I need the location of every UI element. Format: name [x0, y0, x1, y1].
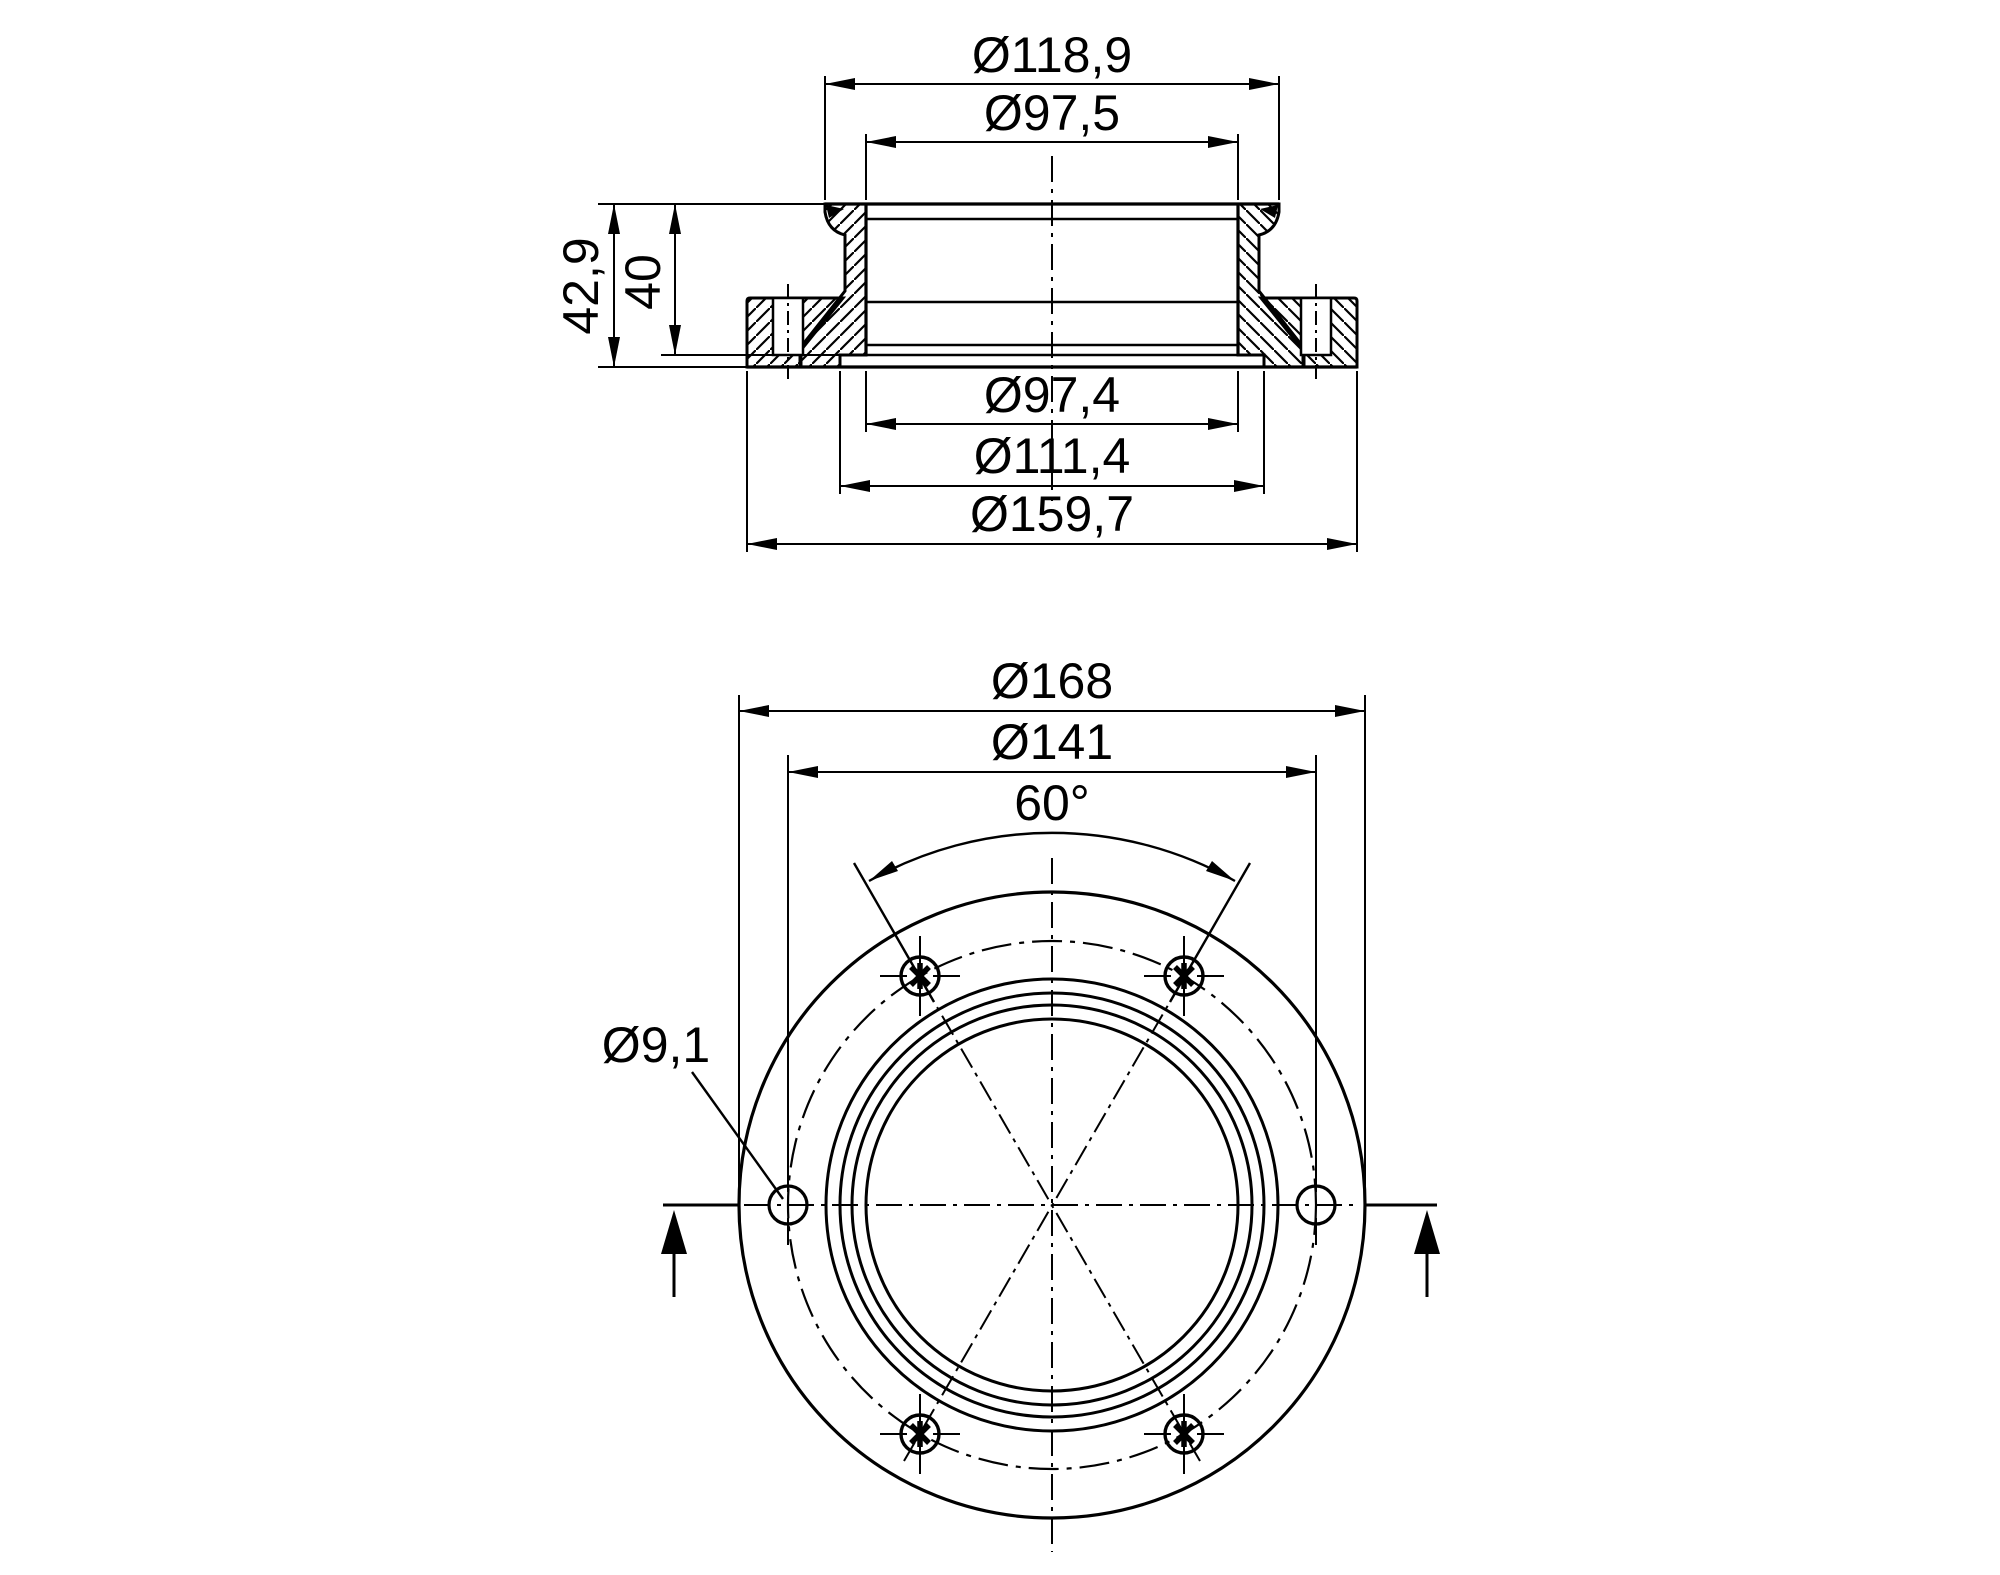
arrowhead — [788, 766, 818, 778]
diagonal-centerline-120-300 — [903, 949, 1201, 1462]
bolt-hole-120 — [880, 936, 960, 1016]
arrowhead — [747, 538, 777, 550]
plan-view: Ø168 Ø141 60° — [602, 653, 1440, 1552]
dim-flange-od: Ø159,7 — [746, 371, 1358, 552]
arrowhead — [1206, 861, 1235, 881]
arrowhead — [1234, 480, 1264, 492]
hub-cut-right — [1236, 202, 1306, 369]
arrowhead — [1327, 538, 1357, 550]
section-view: Ø118,9 Ø97,5 42,9 40 — [553, 27, 1359, 552]
arrowhead — [669, 204, 681, 234]
leader-line — [691, 1071, 784, 1200]
star-mark — [1173, 1421, 1195, 1447]
dim-label-top-bore: Ø97,5 — [984, 85, 1120, 141]
section-plane-indicators — [661, 1203, 1440, 1297]
dim-bolt-circle: Ø141 — [787, 714, 1317, 1182]
bolt-hole-60 — [1144, 936, 1224, 1016]
bolt-hole-180 — [767, 1165, 809, 1245]
angle-arc — [868, 831, 1236, 883]
arrowhead — [1286, 766, 1316, 778]
lip-chamfer-right — [1260, 205, 1278, 218]
dim-label-bolt-hole-dia: Ø9,1 — [602, 1017, 710, 1073]
star-mark — [909, 1421, 931, 1447]
section-hatched-regions — [745, 202, 1359, 369]
arrowhead — [866, 418, 896, 430]
arrowhead — [866, 136, 896, 148]
dim-label-bolt-angle: 60° — [1014, 775, 1090, 831]
dim-heights: 42,9 40 — [553, 203, 840, 368]
star-mark — [1173, 963, 1195, 989]
arrowhead — [1335, 705, 1365, 717]
dim-outer-rim: Ø118,9 — [824, 27, 1280, 200]
bolt-hole-300 — [1144, 1394, 1224, 1474]
view-direction-arrow-left — [661, 1210, 687, 1254]
arrowhead — [869, 861, 898, 881]
bolt-hole-0 — [1295, 1165, 1337, 1245]
dim-label-plan-od: Ø168 — [991, 653, 1113, 709]
bolt-hole-240 — [880, 1394, 960, 1474]
dim-label-flange-od: Ø159,7 — [970, 486, 1134, 542]
dim-label-outer-rim: Ø118,9 — [972, 27, 1132, 83]
plan-bolt-holes — [767, 936, 1337, 1474]
dim-recess: Ø111,4 — [839, 371, 1265, 494]
arrowhead — [1208, 136, 1238, 148]
arrowhead — [739, 705, 769, 717]
dim-plan-od: Ø168 — [738, 653, 1366, 1205]
arrowhead — [608, 204, 620, 234]
dim-label-bolt-circle: Ø141 — [991, 714, 1113, 770]
callout-bolt-hole-dia: Ø9,1 — [602, 1017, 784, 1200]
dim-label-total-height: 42,9 — [553, 237, 609, 334]
dim-bottom-bore: Ø97,4 — [865, 367, 1239, 432]
lip-chamfer-left — [826, 205, 844, 218]
arrowhead — [825, 78, 855, 90]
section-bolt-holes — [771, 284, 1333, 380]
arrowhead — [608, 337, 620, 367]
arrowhead — [1208, 418, 1238, 430]
arrowhead — [669, 325, 681, 355]
view-direction-arrow-right — [1414, 1210, 1440, 1254]
dim-label-recess: Ø111,4 — [974, 428, 1131, 484]
hub-cut-left — [798, 202, 868, 369]
star-mark — [909, 963, 931, 989]
plan-centerlines — [744, 858, 1360, 1552]
arrowhead — [1249, 78, 1279, 90]
dim-top-bore: Ø97,5 — [865, 85, 1239, 200]
dim-label-seat-height: 40 — [615, 254, 671, 310]
arrowhead — [840, 480, 870, 492]
dim-label-bottom-bore: Ø97,4 — [984, 367, 1120, 423]
